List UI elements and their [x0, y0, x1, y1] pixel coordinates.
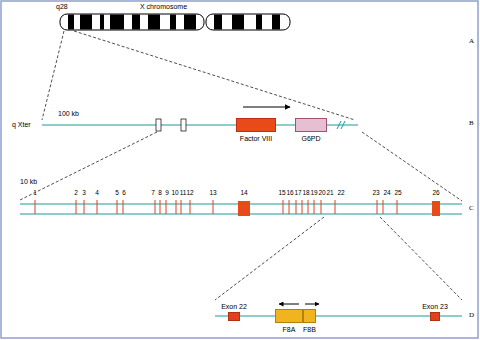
gene-box — [181, 119, 186, 131]
gene-box: Factor VIII — [236, 118, 276, 132]
exon-number: 2 — [74, 190, 78, 197]
zoom-line — [42, 31, 64, 120]
panel-letter: D — [469, 312, 474, 319]
exon-number: 10 — [171, 190, 178, 197]
gene-box: F8B — [303, 309, 316, 323]
exon-block — [432, 201, 440, 216]
exon-number: 20 — [318, 190, 325, 197]
gene-label: Factor VIII — [240, 135, 272, 142]
chromosome — [60, 14, 290, 30]
exon-ticks — [35, 200, 397, 214]
exon-number: 9 — [165, 190, 169, 197]
zoom-line — [74, 31, 355, 120]
chromosome-name: X chromosome — [140, 3, 187, 10]
direction-arrow — [243, 106, 290, 107]
scale-label: 10 kb — [20, 178, 37, 185]
scale-label: 100 kb — [58, 110, 79, 117]
exon-number: 14 — [240, 190, 247, 197]
break-mark — [341, 121, 345, 129]
gene-label: F8A — [283, 326, 296, 333]
zoom-line — [380, 217, 462, 300]
gene-box — [156, 119, 161, 131]
exon-box: Exon 22 — [228, 312, 240, 321]
zoom-line — [215, 217, 324, 300]
gene-label: Exon 23 — [422, 303, 448, 310]
direction-arrow — [279, 304, 299, 305]
gene-label: F8B — [303, 326, 316, 333]
exon-number: 15 — [278, 190, 285, 197]
exon-box: Exon 23 — [430, 312, 440, 321]
exon-number: 7 — [151, 190, 155, 197]
chromosome-arm — [60, 14, 204, 30]
exon-number: 3 — [82, 190, 86, 197]
exon-number: 24 — [383, 190, 390, 197]
exon-number: 22 — [337, 190, 344, 197]
exon-number: 8 — [158, 190, 162, 197]
zoom-line — [362, 132, 462, 201]
gene-box: G6PD — [295, 118, 327, 132]
exon-number: 16 — [286, 190, 293, 197]
exon-number: 13 — [209, 190, 216, 197]
band-label: q28 — [56, 3, 68, 10]
intron-line — [215, 316, 462, 317]
panel-letter: A — [469, 38, 474, 45]
panel-letter: B — [469, 120, 474, 127]
exon-number: 17 — [294, 190, 301, 197]
exon-number: 21 — [326, 190, 333, 197]
exon-number: 19 — [310, 190, 317, 197]
chromosome-bands — [68, 15, 280, 30]
exon-number: 12 — [186, 190, 193, 197]
exon-number: 6 — [122, 190, 126, 197]
panel-letter: C — [469, 205, 474, 212]
gene-label: Exon 22 — [221, 303, 247, 310]
chromosome-arm — [206, 14, 290, 30]
exon-number: 25 — [394, 190, 401, 197]
exon-number: 5 — [115, 190, 119, 197]
gene-label: G6PD — [301, 135, 320, 142]
exon-number: 23 — [372, 190, 379, 197]
exon-number: 11 — [180, 190, 187, 197]
exon-block — [238, 201, 250, 216]
exon-number: 1 — [33, 190, 37, 197]
locus-end-label: q Xter — [12, 121, 31, 128]
exon-number: 4 — [95, 190, 99, 197]
exon-number: 18 — [302, 190, 309, 197]
gene-box: F8A — [275, 309, 303, 323]
zoom-line — [20, 132, 157, 200]
break-mark — [337, 121, 341, 129]
exon-number: 26 — [432, 190, 439, 197]
direction-arrow — [305, 304, 319, 305]
